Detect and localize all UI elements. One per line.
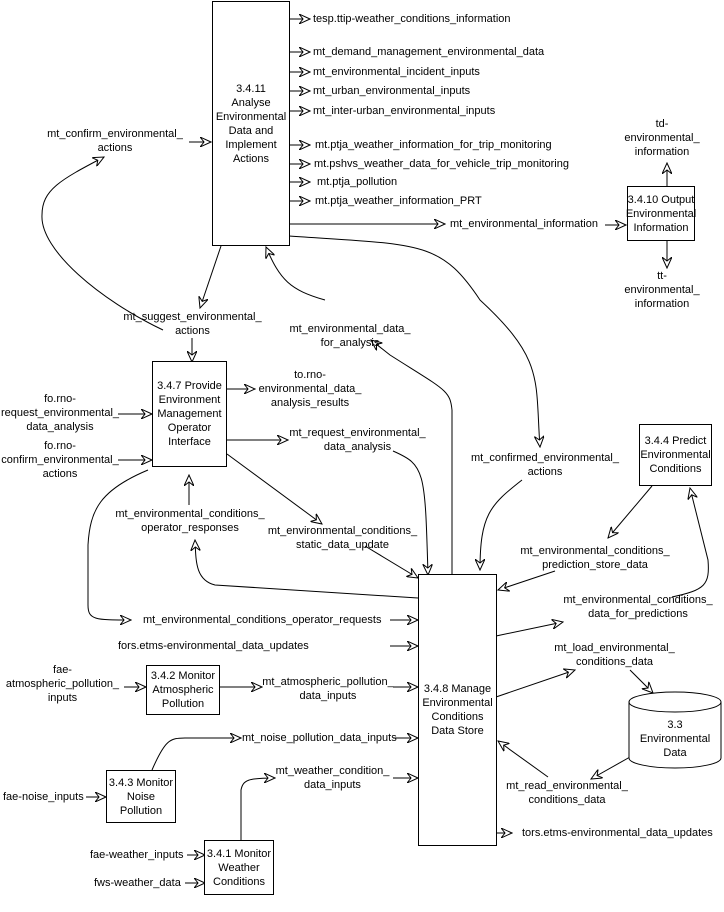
flow-line [364, 545, 418, 578]
flow-line [266, 247, 326, 301]
flow-label: mt_environmental_information [450, 218, 598, 230]
flow-label: fae-weather_inputs [90, 849, 184, 861]
flow-line [195, 540, 419, 599]
flow-line [495, 670, 575, 698]
flow-label: fae- atmospheric_pollution_ inputs [5, 664, 120, 704]
process-3-4-7[interactable]: 3.4.7 Provide Environment Management Ope… [152, 361, 227, 467]
flow-label: td- environmental_ information [624, 118, 700, 158]
process-label: 3.4.2 Monitor Atmospheric Pollution [150, 670, 216, 710]
process-3-4-10[interactable]: 3.4.10 Output Environmental Information [625, 186, 697, 241]
flow-label: mt_environmental_conditions_operator_req… [143, 614, 382, 626]
flow-label: fo.rno- request_environmental_ data_anal… [0, 393, 120, 433]
flow-label: mt_environmental_conditions_ prediction_… [520, 545, 670, 571]
flow-line [200, 245, 222, 308]
flow-line [498, 741, 549, 778]
flow-label: mt.pshvs_weather_data_for_vehicle_trip_m… [314, 158, 569, 170]
flow-label: fo.rno- confirm_environmental_ actions [1, 440, 119, 480]
flow-label: mt.ptja_weather_information_PRT [315, 195, 482, 207]
flow-line [87, 469, 149, 620]
flow-label: mt_environmental_conditions_ operator_re… [115, 508, 265, 534]
flow-line [288, 235, 540, 447]
flow-label: tesp.ttip-weather_conditions_information [313, 13, 511, 25]
process-label: 3.4.7 Provide Environment Management Ope… [157, 380, 222, 448]
flow-line [629, 669, 653, 693]
flow-label: mt_environmental_incident_inputs [313, 66, 480, 78]
flow-label: to.rno- environmental_data_ analysis_res… [258, 369, 362, 409]
flow-label: mt_environmental_conditions_ static_data… [267, 525, 418, 551]
flow-line [480, 479, 523, 570]
flow-line [240, 778, 275, 840]
flow-label: mt_suggest_environmental_ actions [123, 311, 262, 337]
store-label: 3.3 Environmental Data [639, 719, 711, 759]
data-store-3-3[interactable]: 3.3 Environmental Data [628, 690, 722, 770]
flow-line [371, 340, 453, 575]
process-label: 3.4.4 Predict Environmental Conditions [640, 435, 711, 475]
process-label: 3.4.1 Monitor Weather Conditions [206, 847, 272, 888]
flow-label: mt_confirmed_environmental_ actions [471, 452, 619, 478]
flow-line [41, 157, 164, 331]
flow-label: mt_confirm_environmental_ actions [47, 128, 183, 154]
flow-line [226, 453, 322, 524]
flow-line [608, 485, 653, 538]
flow-line [591, 756, 631, 779]
flow-label: tt- environmental_ information [624, 270, 700, 310]
process-3-4-4[interactable]: 3.4.4 Predict Environmental Conditions [639, 424, 712, 486]
flow-line [495, 622, 563, 637]
flow-label: mt_environmental_data_ for_analysis [289, 323, 411, 349]
flow-label: mt.ptja_pollution [317, 176, 398, 188]
flow-line [498, 570, 556, 590]
flow-label: mt_read_environmental_ conditions_data [506, 780, 628, 806]
flow-label: mt_environmental_conditions_ data_for_pr… [563, 594, 713, 620]
flow-line [151, 738, 241, 771]
flow-label: fors.etms-environmental_data_updates [118, 640, 309, 652]
process-3-4-1[interactable]: 3.4.1 Monitor Weather Conditions [204, 840, 274, 895]
flow-label: mt_urban_environmental_inputs [313, 85, 471, 97]
process-3-4-11[interactable]: 3.4.11 Analyse Environmental Data and Im… [212, 1, 290, 246]
process-label: 3.4.11 Analyse Environmental Data and Im… [215, 82, 287, 165]
process-label: 3.4.8 Manage Environmental Conditions Da… [422, 683, 493, 737]
flow-label: mt_noise_pollution_data_inputs [242, 732, 397, 744]
flow-label: mt_demand_management_environmental_data [313, 46, 545, 58]
flow-line [671, 488, 709, 598]
process-label: 3.4.10 Output Environmental Information [625, 193, 697, 234]
flow-label: mt_request_environmental_ data_analysis [289, 427, 426, 453]
flow-label: tors.etms-environmental_data_updates [522, 827, 713, 839]
flow-label: mt_inter-urban_environmental_inputs [313, 105, 496, 117]
process-3-4-3[interactable]: 3.4.3 Monitor Noise Pollution [106, 770, 176, 823]
process-3-4-2[interactable]: 3.4.2 Monitor Atmospheric Pollution [146, 665, 220, 715]
cylinder-icon [628, 691, 722, 769]
process-label: 3.4.3 Monitor Noise Pollution [108, 776, 174, 817]
flow-label: mt_weather_condition_ data_inputs [275, 765, 390, 791]
flow-line [392, 450, 428, 575]
process-3-4-8[interactable]: 3.4.8 Manage Environmental Conditions Da… [418, 574, 497, 846]
flow-label: mt_atmospheric_pollution_ data_inputs [262, 676, 394, 702]
flow-label: fws-weather_data [94, 877, 181, 889]
flow-label: mt_load_environmental_ conditions_data [554, 642, 675, 668]
flow-label: mt.ptja_weather_information_for_trip_mon… [315, 139, 552, 151]
flow-label: fae-noise_inputs [3, 791, 84, 803]
